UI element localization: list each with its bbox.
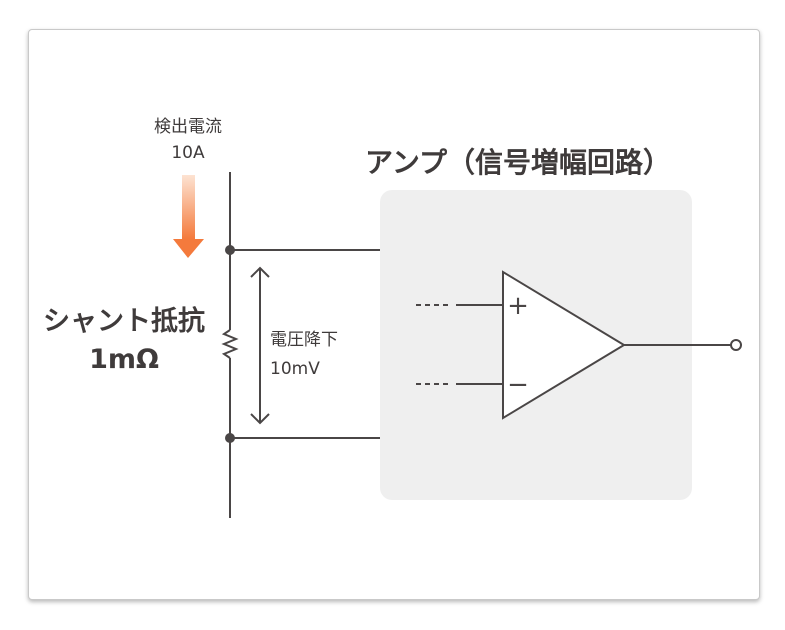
amplifier-title: アンプ（信号増幅回路） bbox=[365, 146, 671, 179]
shunt-name: シャント抵抗 bbox=[43, 305, 205, 337]
resistor-symbol bbox=[221, 329, 239, 359]
opamp-minus-sign: − bbox=[507, 370, 529, 400]
current-value: 10A bbox=[171, 143, 205, 163]
voltage-drop-arrow bbox=[250, 266, 270, 425]
shunt-wire bbox=[221, 172, 239, 518]
opamp-triangle bbox=[502, 270, 626, 420]
opamp-plus-sign: + bbox=[507, 291, 529, 321]
current-title: 検出電流 bbox=[154, 117, 222, 137]
current-arrow-icon bbox=[173, 175, 204, 258]
voltage-drop-title: 電圧降下 bbox=[270, 330, 338, 350]
junction-top bbox=[225, 245, 235, 255]
junction-bottom bbox=[225, 433, 235, 443]
shunt-value: 1mΩ bbox=[89, 344, 159, 375]
tap-wires bbox=[230, 249, 380, 439]
voltage-drop-value: 10mV bbox=[270, 359, 320, 379]
opamp-inputs bbox=[416, 304, 503, 385]
output-terminal bbox=[730, 339, 742, 351]
